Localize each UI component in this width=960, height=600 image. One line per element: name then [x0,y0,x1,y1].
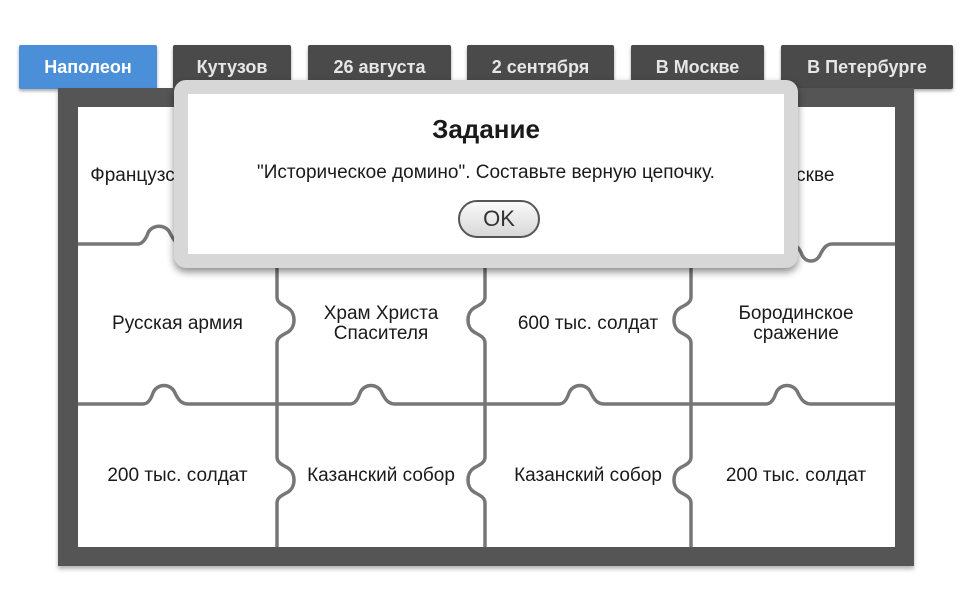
task-dialog-body: Задание "Историческое домино". Составьте… [188,94,784,254]
puzzle-piece[interactable]: Бородинское сражение [738,303,854,344]
ok-button[interactable]: OK [458,200,540,238]
tab-napoleon[interactable]: Наполеон [19,45,157,89]
task-dialog: Задание "Историческое домино". Составьте… [174,80,798,268]
puzzle-piece[interactable]: 200 тыс. солдат [107,464,248,486]
dialog-message: "Историческое домино". Составьте верную … [257,162,715,183]
tab-in-petersburg[interactable]: В Петербурге [781,45,953,89]
dialog-title: Задание [432,114,540,144]
puzzle-piece[interactable]: Казанский собор [307,464,455,486]
puzzle-piece[interactable]: Храм Христа Спасителя [323,303,439,344]
puzzle-piece[interactable]: Казанский собор [514,464,662,486]
puzzle-piece[interactable]: 600 тыс. солдат [517,313,659,334]
puzzle-piece[interactable]: Русская армия [112,313,243,334]
puzzle-piece[interactable]: 200 тыс. солдат [725,464,867,486]
